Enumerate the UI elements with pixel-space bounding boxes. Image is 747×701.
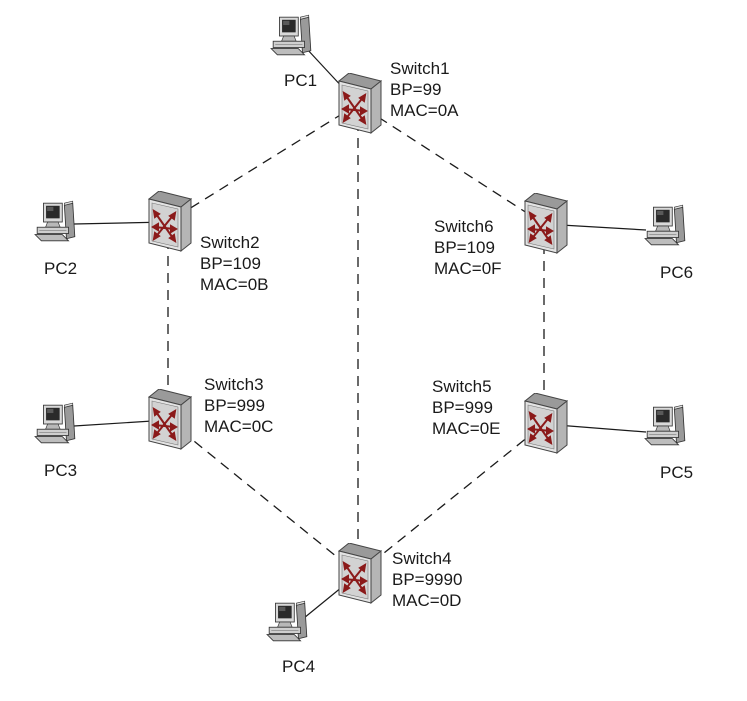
pc-label: PC6 (660, 263, 693, 282)
switch-icon[interactable] (148, 389, 192, 450)
switch-name-text: Switch6 (434, 217, 494, 236)
switch-icon[interactable] (524, 393, 568, 454)
trunk-link-s4-s5 (357, 423, 545, 575)
switch-mac-text: MAC=0C (204, 417, 273, 436)
switch-name-text: Switch2 (200, 233, 260, 252)
switch-mac-text: MAC=0D (392, 591, 461, 610)
pc-label: PC3 (44, 461, 77, 480)
switch-icon[interactable] (338, 73, 382, 134)
switch-icon[interactable] (148, 191, 192, 252)
switch-mac-text: MAC=0F (434, 259, 502, 278)
pc-icon[interactable] (644, 204, 686, 246)
switch-bp-text: BP=99 (390, 80, 442, 99)
switch-name-text: Switch4 (392, 549, 452, 568)
switch-bp-text: BP=109 (200, 254, 261, 273)
pc-icon[interactable] (270, 14, 312, 56)
trunk-link-s1-s2 (167, 103, 359, 223)
pc-icon[interactable] (266, 600, 308, 642)
pc-label: PC5 (660, 463, 693, 482)
switch-name-text: Switch5 (432, 377, 492, 396)
pc-icon[interactable] (34, 402, 76, 444)
switch-mac-text: MAC=0E (432, 419, 501, 438)
switch-name-text: Switch1 (390, 59, 450, 78)
links-layer (73, 47, 647, 619)
switch-bp-text: BP=999 (204, 396, 265, 415)
switch-mac-text: MAC=0A (390, 101, 459, 120)
pc-label: PC4 (282, 657, 315, 676)
pc-label: PC1 (284, 71, 317, 90)
switch-icon[interactable] (338, 543, 382, 604)
switch-bp-text: BP=9990 (392, 570, 462, 589)
switch-icon[interactable] (524, 193, 568, 254)
trunk-link-s6-s1 (357, 103, 545, 225)
switch-mac-text: MAC=0B (200, 275, 269, 294)
pc-icon[interactable] (34, 200, 76, 242)
pc-icon[interactable] (644, 404, 686, 446)
switch-name-text: Switch3 (204, 375, 264, 394)
pc-label: PC2 (44, 259, 77, 278)
switch-bp-text: BP=109 (434, 238, 495, 257)
nodes-layer (34, 14, 686, 642)
switch-bp-text: BP=999 (432, 398, 493, 417)
trunk-link-s3-s4 (167, 419, 359, 575)
